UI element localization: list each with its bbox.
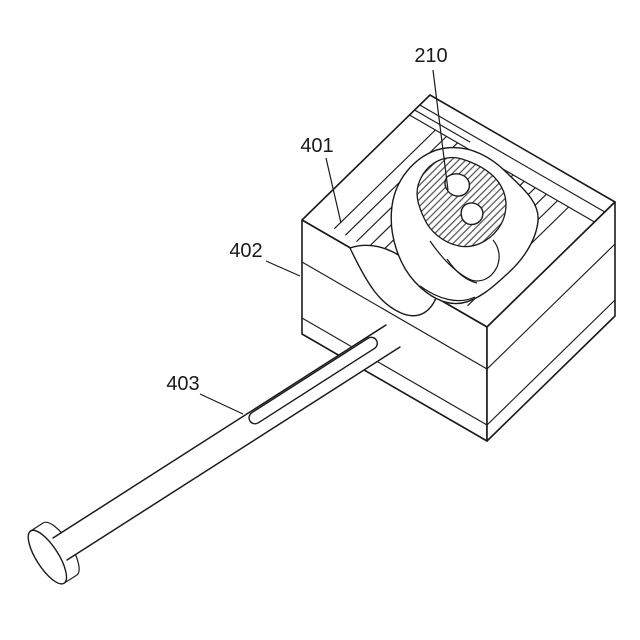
label-401: 401 [300, 135, 333, 157]
label-210: 210 [414, 45, 447, 67]
block-right-face [486, 201, 616, 442]
leader-401 [325, 157, 342, 224]
scoop-cut [349, 244, 437, 317]
cap-side-line [63, 574, 78, 584]
cavity-contour-line [419, 285, 476, 302]
molded-part-body [416, 156, 507, 248]
rail-step-line [414, 109, 471, 143]
leader-403 [199, 393, 244, 415]
molded-part-window [444, 173, 471, 197]
label-403: 403 [166, 373, 199, 395]
cavity-contour-line [446, 258, 478, 284]
groove-line [333, 129, 436, 230]
ejector-rod-assembly [27, 324, 401, 585]
base-seam-left [301, 317, 488, 426]
mold-block [301, 94, 616, 442]
leader-lines [199, 69, 449, 415]
parting-line-right [486, 243, 616, 370]
rod-upper-edge [52, 324, 387, 539]
leader-402 [265, 260, 301, 277]
parting-line [301, 243, 616, 370]
leader-210 [432, 69, 449, 191]
molded-part-210 [416, 156, 507, 302]
rod-flat [248, 336, 378, 425]
molded-part-window [460, 202, 484, 226]
cavity-contour-line [429, 239, 500, 282]
rod-lower-edge [66, 346, 401, 561]
rod-flat-outline [248, 336, 378, 425]
label-402: 402 [229, 240, 262, 262]
base-seam-right [486, 299, 616, 426]
base-plate-seam [301, 299, 616, 426]
cap-side-line [30, 522, 44, 532]
rail-line [419, 104, 606, 213]
parting-line-left [301, 261, 488, 370]
